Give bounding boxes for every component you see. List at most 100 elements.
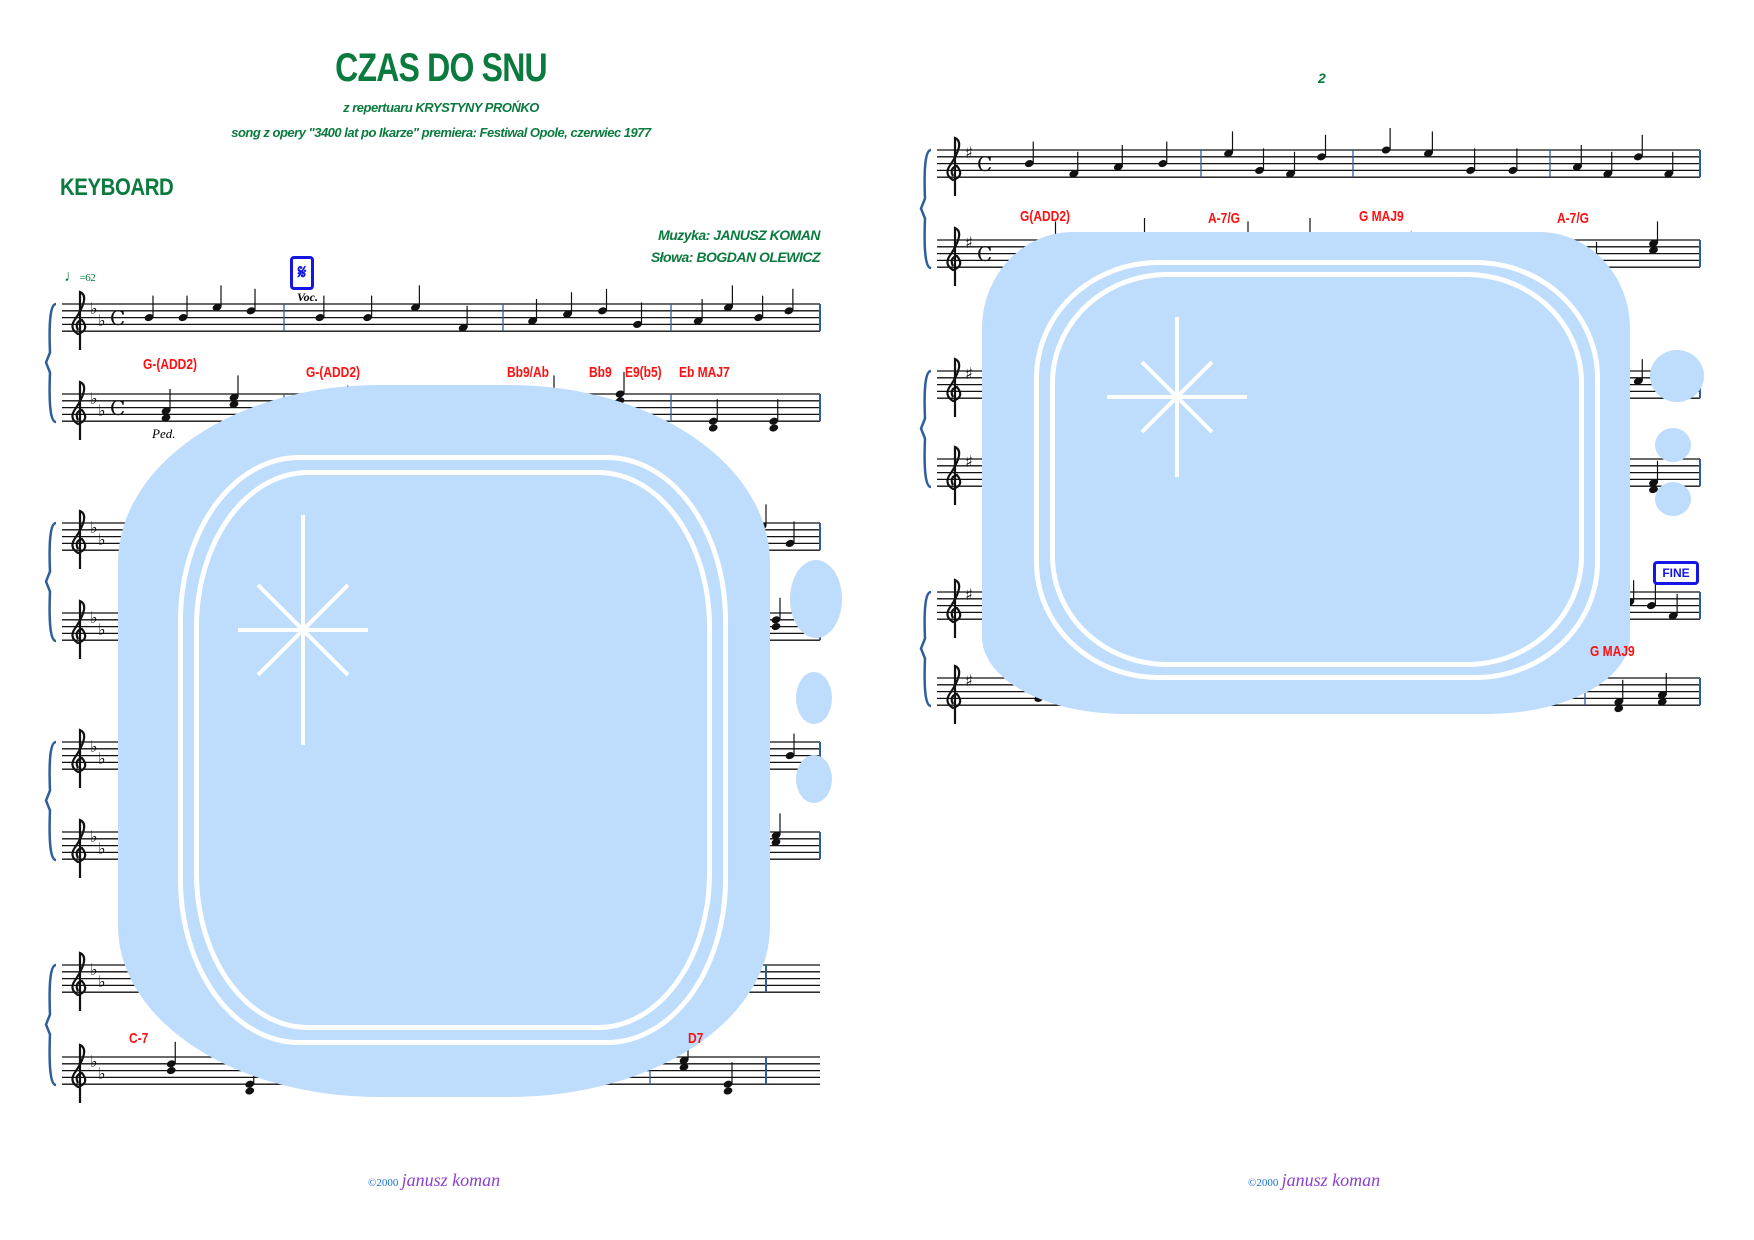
copyright-year: ©2000 bbox=[1248, 1177, 1279, 1189]
system-brace bbox=[44, 740, 57, 862]
song-subtitle: z repertuaru KRYSTYNY PROŃKO bbox=[343, 100, 539, 115]
note-head bbox=[1649, 479, 1658, 487]
note-head bbox=[785, 752, 795, 760]
sharp-icon: ♯ bbox=[965, 143, 973, 162]
overlay-ring bbox=[1034, 260, 1600, 680]
overlay-dot bbox=[1650, 350, 1704, 402]
flat-icon: ♭ bbox=[98, 1064, 106, 1083]
treble-clef-icon bbox=[71, 599, 87, 659]
overlay-shape bbox=[982, 232, 1630, 714]
note-head bbox=[1646, 602, 1656, 610]
chord-symbol: D7 bbox=[688, 1030, 704, 1047]
flat-icon: ♭ bbox=[90, 827, 98, 846]
note-head bbox=[1255, 166, 1264, 174]
treble-clef-icon bbox=[946, 578, 962, 638]
flat-icon: ♭ bbox=[90, 960, 98, 979]
note-head bbox=[245, 1080, 255, 1088]
sharp-icon: ♯ bbox=[965, 233, 973, 252]
overlay-ring bbox=[178, 455, 728, 1045]
treble-clef-icon bbox=[71, 818, 87, 878]
sparkle-icon bbox=[1107, 317, 1247, 477]
note-head bbox=[161, 414, 171, 422]
treble-clef-icon bbox=[946, 136, 962, 196]
note-head bbox=[1649, 246, 1658, 254]
note-head bbox=[1286, 170, 1295, 178]
sharp-icon: ♯ bbox=[965, 585, 973, 604]
note-head bbox=[771, 616, 781, 624]
copyright-name: janusz koman bbox=[1281, 1170, 1381, 1190]
quarter-note-icon: ♩ bbox=[64, 268, 80, 285]
treble-clef-icon bbox=[71, 728, 87, 788]
tempo-value: =62 bbox=[79, 272, 96, 284]
overlay-dot bbox=[796, 755, 832, 803]
note-head bbox=[528, 317, 537, 325]
chord-symbol: A-7/G bbox=[1557, 210, 1590, 227]
chord-symbol: A-7/G bbox=[1208, 210, 1241, 227]
note-head bbox=[693, 317, 703, 325]
sharp-icon: ♯ bbox=[965, 671, 973, 690]
tempo-marking: ♩=62 bbox=[64, 268, 96, 286]
note-head bbox=[1158, 160, 1168, 168]
note-head bbox=[754, 314, 764, 322]
note-head bbox=[229, 393, 239, 401]
page-number: 2 bbox=[1318, 70, 1326, 86]
overlay-dot bbox=[796, 672, 832, 724]
note-head bbox=[229, 400, 239, 408]
note-head bbox=[723, 1087, 733, 1095]
flat-icon: ♭ bbox=[98, 749, 106, 768]
note-head bbox=[363, 314, 373, 322]
note-head bbox=[1572, 163, 1582, 171]
lyricist-credit: Słowa: BOGDAN OLEWICZ bbox=[650, 249, 821, 265]
chord-symbol: G(ADD2) bbox=[1020, 208, 1070, 225]
pedal-marking: Ped. bbox=[152, 426, 176, 441]
note-head bbox=[785, 539, 795, 547]
overlay-dot bbox=[790, 560, 842, 638]
chord-symbol: E9(b5) bbox=[625, 364, 662, 381]
treble-clef-icon bbox=[71, 1043, 87, 1103]
chord-symbol: G-(ADD2) bbox=[143, 356, 197, 373]
note-head bbox=[1224, 149, 1233, 157]
flat-icon: ♭ bbox=[90, 389, 98, 408]
note-head bbox=[1423, 149, 1433, 157]
note-head bbox=[1657, 691, 1667, 699]
note-head bbox=[410, 303, 420, 311]
note-head bbox=[1024, 160, 1034, 168]
treble-clef-icon bbox=[71, 380, 87, 440]
note-head bbox=[723, 303, 733, 311]
note-head bbox=[1614, 698, 1624, 706]
note-head bbox=[1381, 146, 1391, 154]
sharp-icon: ♯ bbox=[965, 452, 973, 471]
note-head bbox=[615, 390, 625, 398]
note-head bbox=[166, 1067, 176, 1075]
chord-symbol: G-(ADD2) bbox=[306, 364, 360, 381]
note-head bbox=[771, 623, 781, 631]
treble-clef-icon bbox=[71, 290, 87, 350]
note-head bbox=[784, 307, 794, 315]
part-name: KEYBOARD bbox=[60, 174, 174, 201]
note-head bbox=[633, 320, 642, 328]
treble-clef-icon bbox=[71, 951, 87, 1011]
flat-icon: ♭ bbox=[90, 518, 98, 537]
flat-icon: ♭ bbox=[90, 299, 98, 318]
note-head bbox=[166, 1060, 176, 1068]
sharp-icon: ♯ bbox=[965, 364, 973, 383]
note-head bbox=[1633, 377, 1643, 385]
note-head bbox=[769, 424, 779, 432]
sparkle-icon bbox=[238, 515, 368, 745]
overlay-ring bbox=[194, 470, 712, 1030]
note-head bbox=[1508, 166, 1518, 174]
chord-symbol: G MAJ9 bbox=[1359, 208, 1404, 225]
note-head bbox=[1657, 698, 1667, 706]
note-head bbox=[212, 303, 222, 311]
note-head bbox=[458, 324, 468, 332]
flat-icon: ♭ bbox=[98, 311, 106, 330]
system-brace bbox=[919, 590, 932, 708]
note-head bbox=[679, 1056, 689, 1064]
flat-icon: ♭ bbox=[90, 608, 98, 627]
note-head bbox=[161, 407, 171, 415]
flat-icon: ♭ bbox=[98, 401, 106, 420]
segno-mark: 𝄋 bbox=[290, 256, 314, 290]
system-brace bbox=[919, 369, 932, 489]
note-head bbox=[1668, 612, 1678, 620]
common-time-icon: C bbox=[977, 152, 992, 176]
